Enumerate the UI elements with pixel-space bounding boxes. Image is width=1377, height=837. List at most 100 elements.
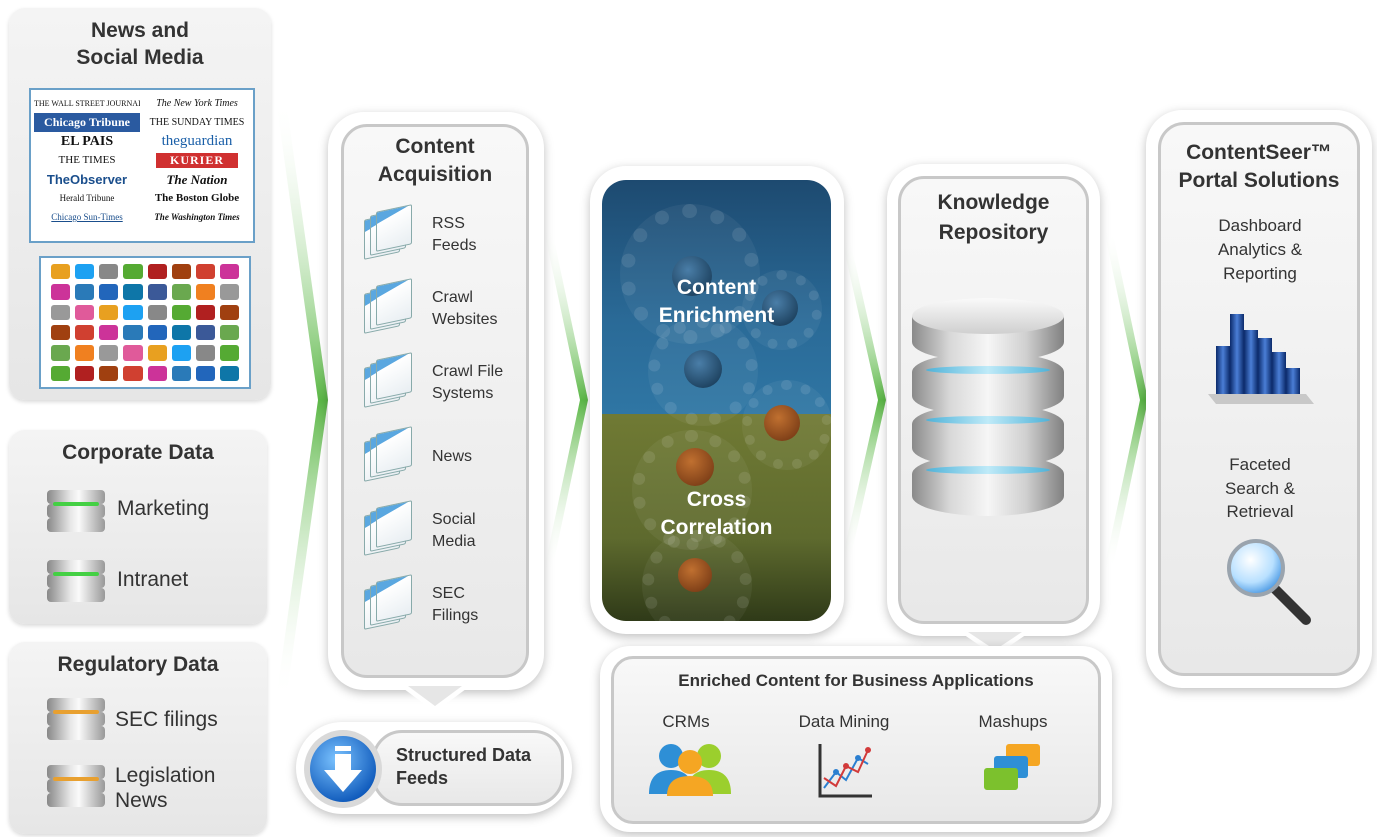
enrichment-title-2: Enrichment: [658, 304, 775, 327]
paper-logo: TheObserver: [46, 172, 128, 187]
paper-logo: theguardian: [161, 133, 233, 149]
paper-logo: Chicago Tribune: [34, 113, 140, 132]
acquisition-item-label: Crawl File: [432, 363, 504, 380]
acquisition-item-label: Feeds: [432, 237, 477, 254]
regulatory-item-legislation: Legislation: [115, 764, 216, 787]
gear-hub: [672, 256, 712, 296]
social-network-icon: [123, 365, 143, 381]
gear-hub: [678, 558, 712, 592]
feed-page-icon: [360, 278, 416, 336]
enrichment-box: Content Enrichment Cross Correlation: [602, 180, 831, 621]
social-network-icon: [75, 365, 95, 381]
news-title-1: News and: [90, 19, 190, 42]
acquisition-item-label: RSS: [432, 215, 465, 232]
flow-chevron-3: [842, 240, 886, 560]
database-icon: [47, 698, 105, 740]
repository-pointer: [960, 632, 1030, 656]
social-network-icon: [219, 284, 239, 300]
social-network-icon: [99, 264, 119, 280]
social-network-icon: [147, 304, 167, 320]
social-network-icon: [99, 365, 119, 381]
business-item-mashups: Mashups: [978, 712, 1048, 731]
social-network-icon: [171, 324, 191, 341]
business-item-data-mining: Data Mining: [798, 712, 890, 731]
database-icon: [912, 298, 1064, 516]
acquisition-item-label: Websites: [432, 311, 498, 328]
regulatory-title: Regulatory Data: [57, 653, 219, 676]
regulatory-item-news: News: [115, 789, 168, 812]
search-label-3: Retrieval: [1226, 502, 1294, 521]
social-network-icon: [99, 345, 119, 361]
social-network-icon: [123, 324, 143, 341]
gear-hub: [676, 448, 714, 486]
social-network-icon: [195, 324, 215, 341]
database-icon: [47, 490, 105, 532]
social-network-icon: [147, 365, 167, 381]
social-network-icon: [99, 324, 119, 341]
social-network-icon: [99, 304, 119, 320]
social-network-icon: [123, 345, 143, 361]
correlation-title-1: Cross: [686, 488, 747, 511]
corporate-item-marketing: Marketing: [117, 497, 210, 520]
bar-chart-icon: [1208, 314, 1314, 404]
social-network-icon: [99, 284, 119, 300]
social-network-icon: [171, 345, 191, 361]
portal-title-1: ContentSeer™: [1186, 141, 1332, 164]
acquisition-item-label: Media: [432, 533, 476, 550]
acquisition-item-label: News: [432, 448, 473, 465]
acquisition-item-label: Systems: [432, 385, 494, 402]
gear-hub: [762, 290, 798, 326]
acquisition-item-label: SEC: [432, 585, 465, 602]
social-network-icon: [195, 345, 215, 361]
social-network-icon: [171, 264, 191, 280]
windows-icon: [984, 744, 1040, 790]
correlation-title-2: Correlation: [660, 516, 773, 539]
social-network-icon: [147, 345, 167, 361]
social-network-icon: [147, 324, 167, 341]
social-network-icon: [123, 304, 143, 320]
social-network-icon: [195, 284, 215, 300]
social-network-icon: [219, 365, 239, 381]
feeds-label-2: Feeds: [396, 768, 449, 788]
paper-logo: The New York Times: [156, 98, 238, 109]
social-network-icon: [51, 284, 71, 300]
download-arrow-icon: [304, 730, 382, 808]
social-network-icon: [171, 284, 191, 300]
social-network-icon: [171, 304, 191, 320]
flow-chevron-1: [276, 100, 328, 700]
flow-chevron-4: [1104, 230, 1148, 570]
repository-title-1: Knowledge: [937, 191, 1050, 214]
social-network-icon: [51, 345, 71, 361]
social-network-icon: [219, 264, 239, 280]
feed-page-icon: [360, 574, 416, 632]
social-network-icon: [219, 304, 239, 320]
social-network-icon: [51, 365, 71, 381]
social-media-icon-grid: [39, 256, 251, 389]
feeds-label-1: Structured Data: [396, 745, 532, 765]
flow-chevron-2: [544, 230, 588, 570]
repository-title-2: Repository: [938, 221, 1049, 244]
social-network-icon: [195, 365, 215, 381]
paper-logo: Herald Tribune: [59, 193, 115, 203]
newspaper-logos: THE WALL STREET JOURNAL The New York Tim…: [29, 88, 255, 243]
social-network-icon: [51, 264, 71, 280]
paper-logo: Chicago Sun-Times: [51, 212, 123, 222]
acquisition-pointer: [400, 686, 470, 712]
acquisition-title-2: Acquisition: [377, 163, 493, 186]
acquisition-title-1: Content: [395, 135, 475, 158]
social-network-icon: [123, 264, 143, 280]
social-network-icon: [195, 304, 215, 320]
paper-logo: The Boston Globe: [154, 192, 240, 204]
social-network-icon: [75, 264, 95, 280]
enrichment-title-1: Content: [676, 276, 757, 299]
feed-page-icon: [360, 426, 416, 484]
social-network-icon: [147, 264, 167, 280]
corporate-title: Corporate Data: [62, 441, 214, 464]
social-network-icon: [51, 324, 71, 341]
feed-page-icon: [360, 204, 416, 262]
chart-icon: [818, 744, 872, 798]
social-network-icon: [171, 365, 191, 381]
social-network-icon: [75, 345, 95, 361]
paper-logo: The Nation: [166, 172, 228, 187]
paper-logo: KURIER: [156, 153, 238, 168]
